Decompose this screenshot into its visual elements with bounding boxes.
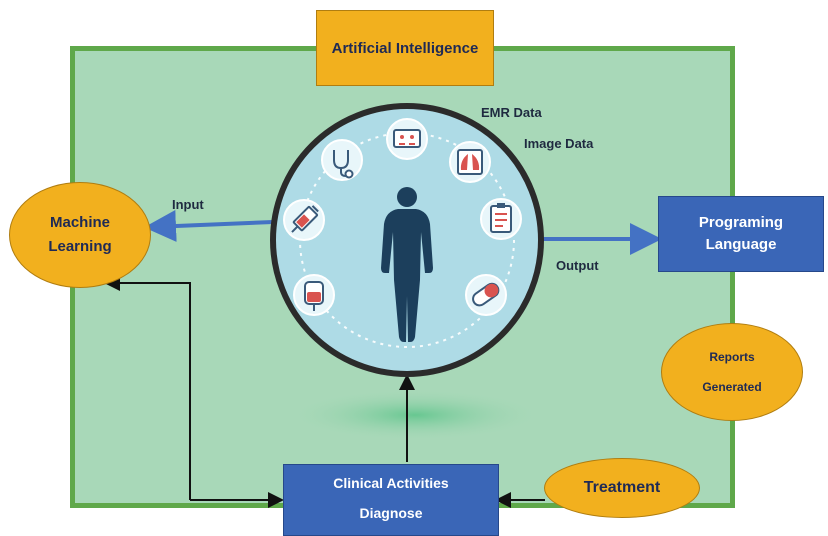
emr-screen-icon bbox=[386, 118, 428, 160]
stethoscope-icon bbox=[321, 139, 363, 181]
treatment-node: Treatment bbox=[544, 458, 700, 518]
output-label: Output bbox=[556, 258, 599, 273]
machine-learning-line2: Learning bbox=[48, 238, 112, 255]
circle-shadow bbox=[287, 389, 543, 441]
pill-icon bbox=[465, 274, 507, 316]
reports-line2: Generated bbox=[702, 380, 762, 394]
reports-generated-node: Reports Generated bbox=[661, 323, 803, 421]
artificial-intelligence-box: Artificial Intelligence bbox=[316, 10, 494, 86]
feedback-to-ml-arrow bbox=[104, 275, 191, 500]
programming-language-box: Programing Language bbox=[658, 196, 824, 272]
human-silhouette-icon bbox=[381, 187, 433, 342]
syringe-icon bbox=[283, 199, 325, 241]
programming-language-line2: Language bbox=[705, 236, 777, 253]
lungs-xray-icon bbox=[449, 141, 491, 183]
image-data-label: Image Data bbox=[524, 136, 594, 151]
input-arrow bbox=[144, 210, 274, 242]
blood-bag-icon bbox=[293, 274, 335, 316]
machine-learning-node: Machine Learning bbox=[9, 182, 151, 288]
input-label: Input bbox=[172, 197, 204, 212]
clinical-activities-title: Clinical Activities bbox=[333, 475, 449, 491]
clinical-activities-box: Clinical Activities Diagnose bbox=[283, 464, 499, 536]
artificial-intelligence-label: Artificial Intelligence bbox=[331, 39, 479, 57]
diagram-graphics bbox=[104, 103, 662, 508]
emr-data-label: EMR Data bbox=[481, 105, 542, 120]
programming-language-line1: Programing bbox=[698, 214, 784, 231]
icon-ring bbox=[299, 132, 515, 348]
clinical-activities-subtitle: Diagnose bbox=[359, 505, 423, 521]
treatment-label: Treatment bbox=[583, 479, 661, 496]
clipboard-icon bbox=[480, 198, 522, 240]
reports-line1: Reports bbox=[709, 350, 755, 364]
machine-learning-line1: Machine bbox=[49, 214, 110, 231]
